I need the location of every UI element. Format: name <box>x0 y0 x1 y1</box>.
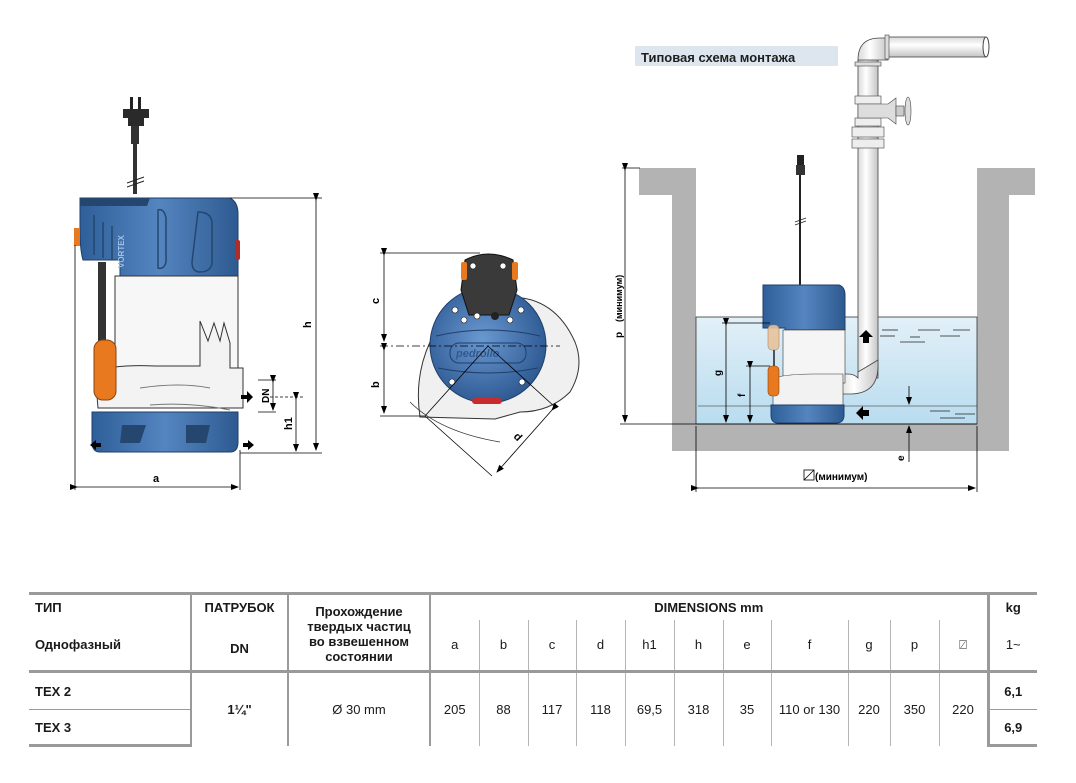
dim-value-p: 350 <box>889 670 939 746</box>
dim-value-pit-width: 220 <box>938 670 988 746</box>
dim-value-d: 118 <box>575 670 625 746</box>
installation-scheme: Типовая схема монтажа <box>614 34 1035 492</box>
valve-handwheel-icon <box>904 96 912 126</box>
header-outlet-label: ПАТРУБОК <box>204 600 275 615</box>
install-title: Типовая схема монтажа <box>641 50 796 65</box>
header-outlet: ПАТРУБОК DN <box>190 592 288 672</box>
inlet-arrow-icon <box>243 440 254 450</box>
technical-drawings: VORTEX <box>70 34 1035 492</box>
pump-installed <box>762 155 846 424</box>
dim-col-a: a <box>429 619 479 672</box>
dim-label-h: h <box>302 321 314 328</box>
dim-col-e: e <box>722 619 771 672</box>
dim-label-width: (минимум) <box>815 472 868 483</box>
header-solids-line: во взвешенном <box>308 633 410 649</box>
header-kg-phase: 1~ <box>986 619 1037 672</box>
pump-side-view: VORTEX <box>70 97 322 490</box>
header-kg: kg <box>986 592 1037 620</box>
dim-value-h1: 69,5 <box>624 670 674 746</box>
dim-label-a: a <box>153 473 160 485</box>
header-phase: Однофазный <box>35 637 122 653</box>
header-solids-line: состоянии <box>325 648 393 664</box>
dim-label-e: e <box>896 455 907 461</box>
dim-col-d: d <box>575 619 625 672</box>
dim-label-d: d <box>511 431 524 444</box>
vortex-brand-label: VORTEX <box>117 234 126 268</box>
pedrollo-logo: pedrollo <box>455 348 500 360</box>
model-name: TEX 2 <box>29 670 191 710</box>
dim-value-c: 117 <box>527 670 576 746</box>
inlet-arrow-icon <box>856 406 869 420</box>
model-name: TEX 3 <box>29 709 191 747</box>
dim-col-f: f <box>770 619 848 672</box>
weight-value: 6,1 <box>986 670 1037 710</box>
pit-width-icon <box>803 469 815 481</box>
dim-value-g: 220 <box>847 670 890 746</box>
header-type: ТИП <box>29 592 191 620</box>
pump-top-view: pedrollo c b d <box>370 248 580 477</box>
dim-label-h1: h1 <box>283 417 295 430</box>
dim-label-c: c <box>370 298 382 304</box>
dim-label-p-note: (минимум) <box>614 275 624 322</box>
flow-up-arrow-icon <box>859 330 873 343</box>
header-solids-line: твердых частиц <box>307 618 411 634</box>
dim-col-g: g <box>847 619 890 672</box>
dim-value-a: 205 <box>429 670 479 746</box>
specs-table: ТИП ПАТРУБОК DN Прохождение твердых част… <box>29 592 1037 747</box>
weight-value: 6,9 <box>986 709 1037 747</box>
outlet-value: 1¼" <box>190 670 288 746</box>
dim-label-b: b <box>370 381 382 388</box>
header-outlet-unit: DN <box>230 641 249 656</box>
table-row: TEX 3 6,9 <box>29 709 1037 747</box>
dim-value-h: 318 <box>673 670 723 746</box>
install-title-bg <box>635 46 838 66</box>
dim-label-p: p <box>614 332 625 338</box>
table-row: TEX 2 1¼" Ø 30 mm 205 88 117 118 69,5 31… <box>29 670 1037 746</box>
dim-col-pit-width: ⍁ <box>938 619 988 672</box>
dim-value-e: 35 <box>722 670 771 746</box>
outlet-arrow-icon <box>241 391 253 403</box>
header-dimensions: DIMENSIONS mm <box>429 592 988 620</box>
header-solids: Прохождение твердых частиц во взвешенном… <box>287 592 430 672</box>
inlet-arrow-icon <box>90 440 101 450</box>
dim-col-p: p <box>889 619 939 672</box>
dim-col-h: h <box>673 619 723 672</box>
dim-value-f: 110 or 130 <box>770 670 848 746</box>
dim-label-f: f <box>737 393 748 397</box>
dim-label-dn: DN <box>261 389 272 403</box>
dim-value-b: 88 <box>478 670 528 746</box>
dim-label-g: g <box>713 370 724 376</box>
dim-col-h1: h1 <box>624 619 674 672</box>
dim-col-c: c <box>527 619 576 672</box>
solids-value: Ø 30 mm <box>287 670 430 746</box>
header-solids-line: Прохождение <box>315 603 403 619</box>
dim-col-b: b <box>478 619 528 672</box>
pit-wall <box>639 168 1035 451</box>
power-plug-icon <box>123 97 149 194</box>
